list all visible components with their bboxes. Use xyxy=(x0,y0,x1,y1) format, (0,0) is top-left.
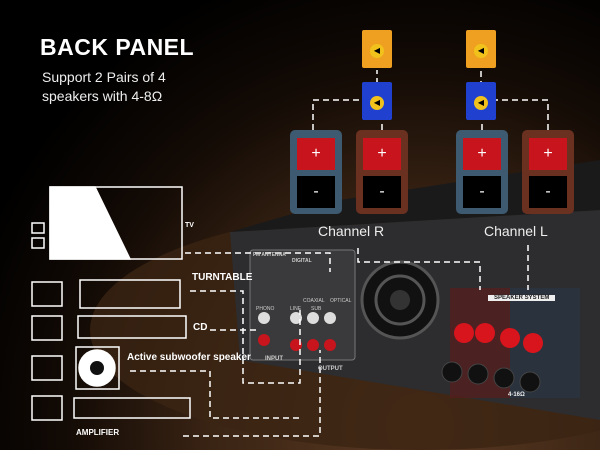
fm-antenna-label: FM ANTENNA xyxy=(253,252,286,258)
phono-label: PHONO xyxy=(256,306,275,312)
sub-label: SUB xyxy=(311,306,322,312)
subtitle: Support 2 Pairs of 4 speakers with 4-8Ω xyxy=(42,68,166,106)
impedance-label: 4-16Ω xyxy=(508,392,525,398)
plus-terminal: + xyxy=(297,138,335,170)
subtitle-line: Support 2 Pairs of 4 xyxy=(42,69,166,85)
minus-terminal: - xyxy=(363,176,401,208)
minus-terminal: - xyxy=(529,176,567,208)
terminal-l-orange: +- xyxy=(522,130,574,214)
channel-r-label: Channel R xyxy=(318,223,385,239)
speaker-icon: ◀ xyxy=(362,30,392,68)
terminal-r-orange: +- xyxy=(356,130,408,214)
amplifier-label: AMPLIFIER xyxy=(76,428,120,437)
tv-label: TV xyxy=(185,222,194,229)
cd-label: CD xyxy=(193,322,208,333)
terminal-r-blue: +- xyxy=(290,130,342,214)
subwoofer-label: Active subwoofer speaker xyxy=(127,352,251,363)
optical-label: OPTICAL xyxy=(330,298,352,304)
subtitle-line: speakers with 4-8Ω xyxy=(42,88,163,104)
line-label: LINE xyxy=(290,306,302,312)
plus-terminal: + xyxy=(363,138,401,170)
coaxial-label: COAXIAL xyxy=(303,298,325,304)
input-label: INPUT xyxy=(265,356,283,362)
speaker-icon: ◀ xyxy=(466,82,496,120)
channel-l-label: Channel L xyxy=(484,223,548,239)
speaker-icon: ◀ xyxy=(466,30,496,68)
output-label: OUTPUT xyxy=(318,366,343,372)
minus-terminal: - xyxy=(297,176,335,208)
minus-terminal: - xyxy=(463,176,501,208)
turntable-label: TURNTABLE xyxy=(192,272,253,283)
page-title: BACK PANEL xyxy=(40,34,195,60)
speaker-icon: ◀ xyxy=(362,82,392,120)
plus-terminal: + xyxy=(529,138,567,170)
digital-label: DIGITAL xyxy=(292,258,312,264)
terminal-l-blue: +- xyxy=(456,130,508,214)
speaker-system-label: SPEAKER SYSTEM xyxy=(488,295,556,301)
plus-terminal: + xyxy=(463,138,501,170)
